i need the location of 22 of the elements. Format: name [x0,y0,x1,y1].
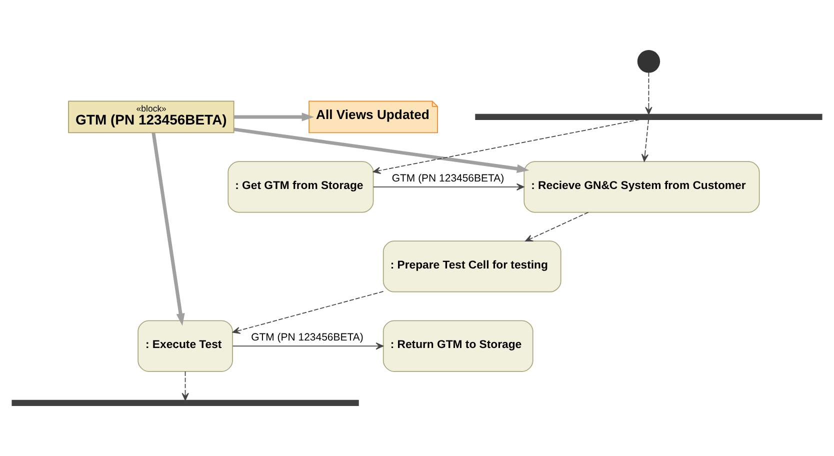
arrow [152,132,185,326]
arrow [641,119,649,162]
arrow [182,371,189,401]
arrow [373,183,524,190]
arrow [525,212,589,242]
arrow [645,72,652,115]
node-box: : Get GTM from Storage [228,161,374,213]
arrow [232,342,384,350]
node-bar [475,114,822,120]
node-circle [637,50,660,73]
arrow [232,291,384,334]
arrow [234,128,530,173]
node-box: : Recieve GN&C System from Customer [524,161,760,213]
node-box: : Execute Test [138,320,233,372]
edge-label: GTM (PN 123456BETA) [251,332,364,344]
node-bar [12,400,359,406]
edge-label: GTM (PN 123456BETA) [392,173,504,184]
arrow [372,119,640,174]
node-box: : Return GTM to Storage [382,320,534,372]
node-box: : Prepare Test Cell for testing [382,240,562,292]
node-box: «block» GTM (PN 123456BETA) [68,100,234,134]
arrow [234,112,314,122]
